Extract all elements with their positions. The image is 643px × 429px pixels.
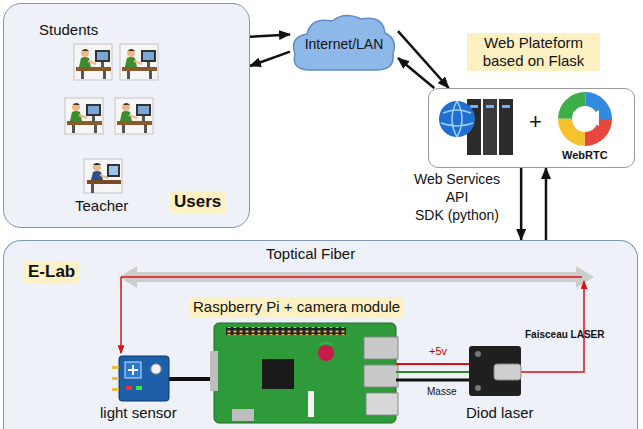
beam-label: Faisceau LASER xyxy=(525,329,577,341)
connector-arrow xyxy=(398,31,449,88)
pin-label: Masse xyxy=(427,386,456,398)
lab-panel: E-Lab Toptical FiberRaspberry Pi + camera… xyxy=(3,240,638,429)
platform-title: Web Plateform based on Flask xyxy=(467,33,600,71)
connector-arrow xyxy=(398,58,434,88)
laser-wires xyxy=(396,364,469,380)
part-label: Diod laser xyxy=(466,404,534,422)
board-label: Raspberry Pi + camera module xyxy=(189,297,404,317)
connector-arrow xyxy=(250,52,290,66)
connector-arrow xyxy=(250,34,290,36)
api-label: API xyxy=(402,189,512,206)
light-sensor-module xyxy=(112,356,169,401)
api-label: Web Services xyxy=(402,171,512,188)
panel-title: Users xyxy=(170,191,225,213)
fiber-label: Toptical Fiber xyxy=(266,245,355,263)
panel-title: E-Lab xyxy=(24,261,79,283)
raspberry-pi-board xyxy=(210,323,398,423)
laser-diode-module xyxy=(469,346,521,396)
platform-box: Web Plateform based on Flask+WebRTC xyxy=(428,88,635,168)
part-label: light sensor xyxy=(100,404,177,422)
pin-label: +5v xyxy=(429,345,447,358)
cloud-label: Internet/LAN xyxy=(305,36,384,53)
api-label: SDK (python) xyxy=(402,207,512,224)
fiber-arrow xyxy=(119,266,594,288)
role-label: Teacher xyxy=(75,197,128,215)
server-icon xyxy=(439,99,513,155)
sensor-cable xyxy=(169,377,210,381)
group-label: Students xyxy=(39,21,98,39)
plus-sign: + xyxy=(529,109,542,135)
webrtc-logo xyxy=(565,99,605,139)
cloud-node: Internet/LAN xyxy=(290,12,398,76)
users-panel: StudentsTeacher Users xyxy=(3,3,250,228)
connector-arrow xyxy=(520,168,523,240)
logo-label: WebRTC xyxy=(562,149,608,162)
connector-arrow xyxy=(545,168,548,240)
